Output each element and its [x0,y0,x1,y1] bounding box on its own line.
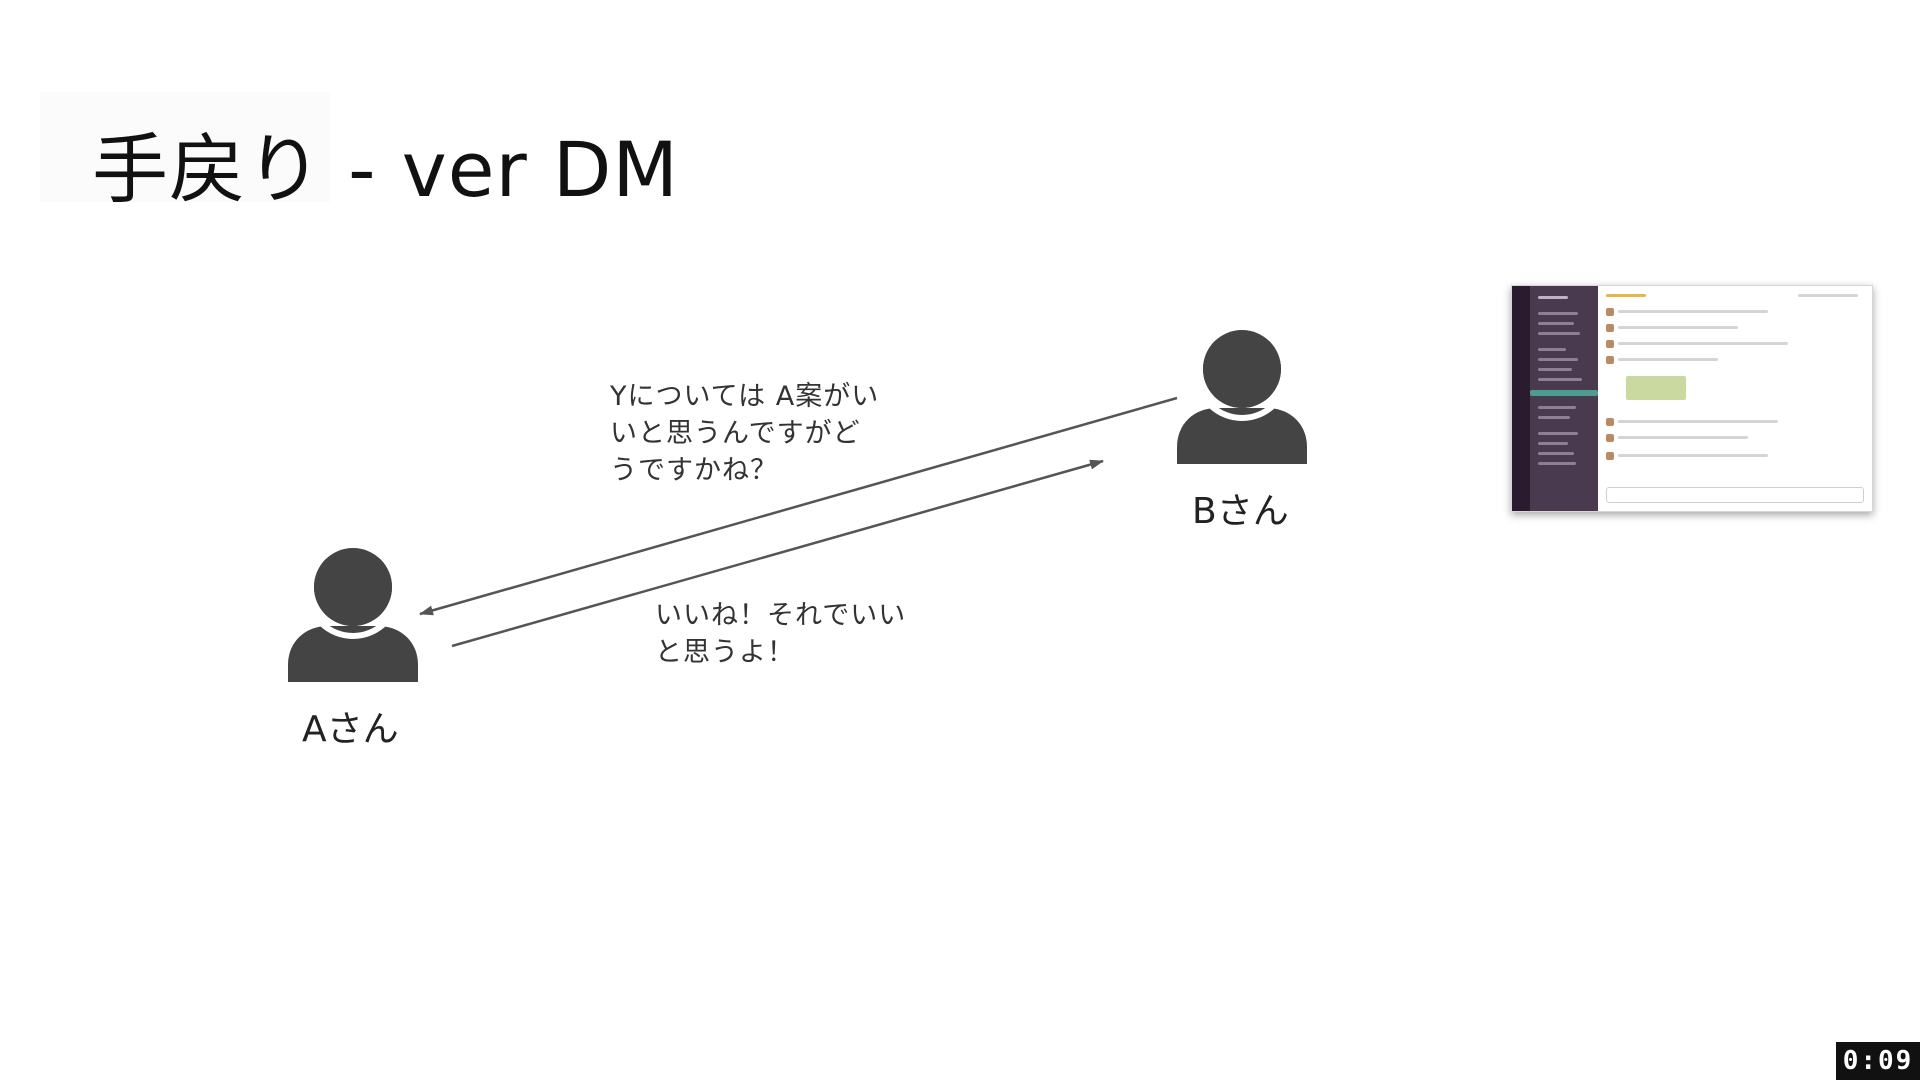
message-b-to-a: Yについては A案がい いと思うんですがど うですかね？ [610,378,879,489]
arrow-b-to-a [419,396,1178,616]
workspace-rail [1512,286,1530,511]
arrow-a-to-b [451,459,1104,648]
message-line: いと思うんですがど [610,418,861,449]
message-a-to-b: いいね！それでいい と思うよ！ [655,597,906,671]
person-b-label: Bさん [1192,491,1289,532]
message-line: と思うよ！ [655,637,795,668]
title-background [40,92,330,202]
video-timer: 0:09 [1836,1042,1920,1080]
message-line: いいね！それでいい [655,600,907,631]
message-pane [1598,286,1872,511]
message-line: Yについては A案がい [610,381,880,412]
message-line: うですかね？ [610,455,778,486]
channel-sidebar [1530,286,1598,511]
slide-title: 手戻り - ver DM [92,125,679,214]
slack-window-screenshot [1511,285,1873,512]
person-a-label: Aさん [302,709,399,750]
person-b-icon [1177,325,1307,464]
message-input-box [1606,487,1864,503]
person-a-icon [288,543,418,682]
